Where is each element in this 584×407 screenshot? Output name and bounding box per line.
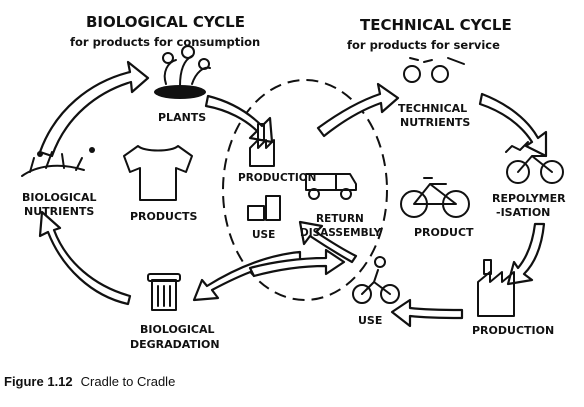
- truck-icon: [305, 173, 357, 200]
- label-product: PRODUCT: [414, 226, 474, 239]
- cyclist-icon: [352, 256, 400, 304]
- arrow-technical-nutrients-to-repolymer: [478, 92, 548, 158]
- arrow-center-to-left-return: [248, 248, 346, 278]
- cradle-to-cradle-diagram: BIOLOGICAL CYCLE for products for consum…: [21, 13, 566, 351]
- label-technical-nutrients-2: NUTRIENTS: [400, 116, 470, 129]
- label-biological-nutrients-2: NUTRIENTS: [24, 205, 94, 218]
- label-biological-nutrients-1: BIOLOGICAL: [22, 191, 97, 204]
- product-bike-icon: [400, 177, 470, 218]
- technical-cycle-title: TECHNICAL CYCLE: [360, 16, 512, 34]
- label-repolymer-2: -ISATION: [496, 206, 550, 219]
- label-return-2: DISASSEMBLY: [300, 227, 382, 239]
- label-plants: PLANTS: [158, 111, 206, 124]
- label-biological-degradation-1: BIOLOGICAL: [140, 323, 215, 336]
- label-repolymer-1: REPOLYMER: [492, 192, 566, 205]
- soil-nutrients-illustration: [21, 147, 95, 177]
- arrow-production-to-technical-nutrients: [316, 82, 400, 138]
- packages-icon: [247, 195, 281, 221]
- overlap-dashed-ellipse: [222, 79, 388, 301]
- figure-caption: Figure 1.12 Cradle to Cradle: [4, 374, 175, 389]
- label-center-use: USE: [252, 229, 275, 241]
- label-technical-use: USE: [358, 314, 382, 327]
- tshirt-icon: [123, 145, 193, 201]
- label-return-1: RETURN: [316, 213, 364, 225]
- arrow-production-to-use: [390, 298, 464, 328]
- label-technical-nutrients-1: TECHNICAL: [398, 102, 467, 115]
- arrow-use-to-return: [298, 220, 358, 264]
- figure-number: Figure 1.12: [4, 374, 73, 389]
- factory-icon-center: [249, 123, 275, 167]
- biological-cycle-subtitle: for products for consumption: [70, 35, 260, 49]
- label-center-production: PRODUCTION: [238, 172, 316, 184]
- label-technical-production: PRODUCTION: [472, 324, 554, 337]
- arrow-nutrients-to-plants: [38, 60, 150, 158]
- plants-illustration: [154, 45, 211, 99]
- label-biological-degradation-2: DEGRADATION: [130, 338, 220, 351]
- biological-cycle-title: BIOLOGICAL CYCLE: [86, 13, 245, 31]
- bike-parts-icon: [403, 57, 465, 83]
- arrow-degradation-to-nutrients: [38, 210, 132, 306]
- arrow-plants-to-production: [204, 94, 274, 144]
- technical-cycle-subtitle: for products for service: [347, 38, 500, 52]
- arrow-return-to-degradation: [192, 250, 302, 302]
- repolymer-bike-icon: [505, 141, 564, 184]
- factory-icon-technical: [477, 259, 515, 317]
- figure-caption-text: Cradle to Cradle: [80, 374, 176, 389]
- arrow-repolymer-to-production: [506, 222, 546, 286]
- label-products: PRODUCTS: [130, 210, 198, 223]
- trash-bin-icon: [147, 273, 181, 311]
